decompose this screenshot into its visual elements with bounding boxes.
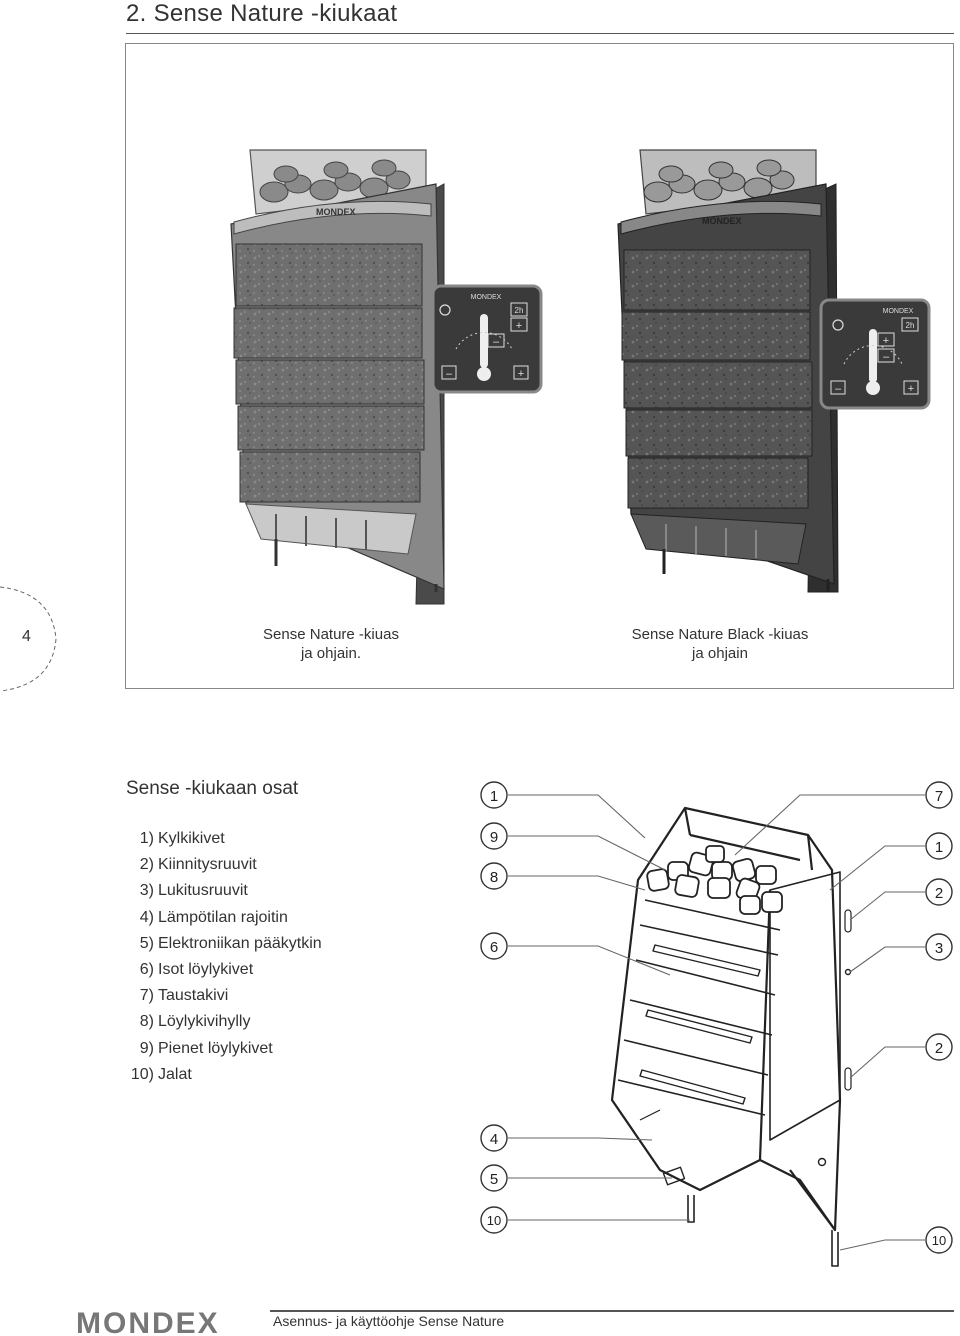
- heater-photos: MONDEX MONDEX 2h + – – +: [230, 149, 931, 605]
- callout-right-2: 1: [935, 839, 943, 856]
- callout-left-6: 5: [490, 1171, 498, 1188]
- svg-text:MONDEX: MONDEX: [76, 1307, 220, 1336]
- page-number: 4: [22, 628, 31, 645]
- callout-left-5: 4: [490, 1131, 498, 1148]
- parts-list: 1)Kylkikivet 2)Kiinnitysruuvit 3)Lukitus…: [126, 826, 322, 1088]
- footer-text: Asennus- ja käyttöohje Sense Nature: [273, 1313, 505, 1329]
- callout-left-1: 1: [490, 788, 498, 805]
- control-panel-2-minus-top: –: [883, 351, 890, 363]
- list-item: 2)Kiinnitysruuvit: [139, 856, 257, 874]
- caption-sense-nature: Sense Nature -kiuas ja ohjain.: [246, 625, 416, 663]
- title-rule: [126, 33, 954, 34]
- parts-section-title: Sense -kiukaan osat: [126, 778, 299, 799]
- caption-right-line2: ja ohjain: [692, 645, 748, 662]
- mondex-logo: MONDEX: [76, 1307, 220, 1336]
- list-item: 9)Pienet löylykivet: [139, 1039, 273, 1057]
- caption-right-line1: Sense Nature Black -kiuas: [631, 626, 809, 643]
- page-title: 2. Sense Nature -kiukaat: [126, 0, 398, 27]
- callout-left-4: 6: [490, 939, 498, 956]
- list-item: 1)Kylkikivet: [139, 830, 225, 847]
- heater-sense-nature-black-image: MONDEX: [617, 149, 839, 593]
- heater-2-brand: MONDEX: [702, 216, 742, 226]
- callout-left-2: 9: [490, 829, 498, 846]
- control-panel-1-timer: 2h: [515, 306, 524, 315]
- caption-left-line1: Sense Nature -kiuas: [263, 626, 399, 643]
- list-item: 3)Lukitusruuvit: [139, 882, 248, 900]
- control-panel-2-plus-top: +: [883, 335, 889, 347]
- control-panel-1-minus-top: –: [493, 336, 500, 348]
- footer-rule: [270, 1310, 954, 1312]
- caption-sense-nature-black: Sense Nature Black -kiuas ja ohjain: [600, 625, 840, 663]
- callout-left-3: 8: [490, 869, 498, 886]
- caption-left-line2: ja ohjain.: [300, 645, 362, 662]
- callout-right-4: 3: [935, 940, 943, 957]
- list-item: 7)Taustakivi: [139, 987, 229, 1005]
- figure-frame: [125, 43, 954, 689]
- page-tab-dashed: [0, 586, 57, 692]
- callout-right-6: 10: [932, 1233, 946, 1248]
- list-item: 6)Isot löylykivet: [139, 960, 254, 978]
- heater-parts-diagram: 1 9 8 6 4 5 10 7 1 2 3 2 10: [480, 781, 953, 1267]
- list-item: 10)Jalat: [130, 1065, 192, 1083]
- control-panel-1: MONDEX 2h + – – +: [431, 284, 543, 394]
- control-panel-1-minus: –: [446, 368, 453, 380]
- list-item: 5)Elektroniikan pääkytkin: [139, 934, 322, 952]
- callout-left-7: 10: [487, 1213, 501, 1228]
- list-item: 4)Lämpötilan rajoitin: [139, 908, 288, 926]
- control-panel-2-brand: MONDEX: [883, 308, 914, 315]
- control-panel-1-plus: +: [518, 368, 524, 380]
- list-item: 8)Löylykivihylly: [139, 1013, 251, 1031]
- control-panel-1-brand: MONDEX: [471, 294, 502, 301]
- callout-right-1: 7: [935, 788, 943, 805]
- callout-right-5: 2: [935, 1040, 943, 1057]
- heater-sense-nature-image: MONDEX: [230, 149, 445, 605]
- control-panel-2: MONDEX 2h + – – +: [819, 298, 931, 410]
- heater-1-brand: MONDEX: [316, 207, 356, 217]
- control-panel-1-plus-top: +: [516, 320, 522, 332]
- callout-right-3: 2: [935, 885, 943, 902]
- control-panel-2-plus: +: [908, 383, 914, 395]
- control-panel-2-minus: –: [835, 383, 842, 395]
- control-panel-2-timer: 2h: [906, 321, 915, 330]
